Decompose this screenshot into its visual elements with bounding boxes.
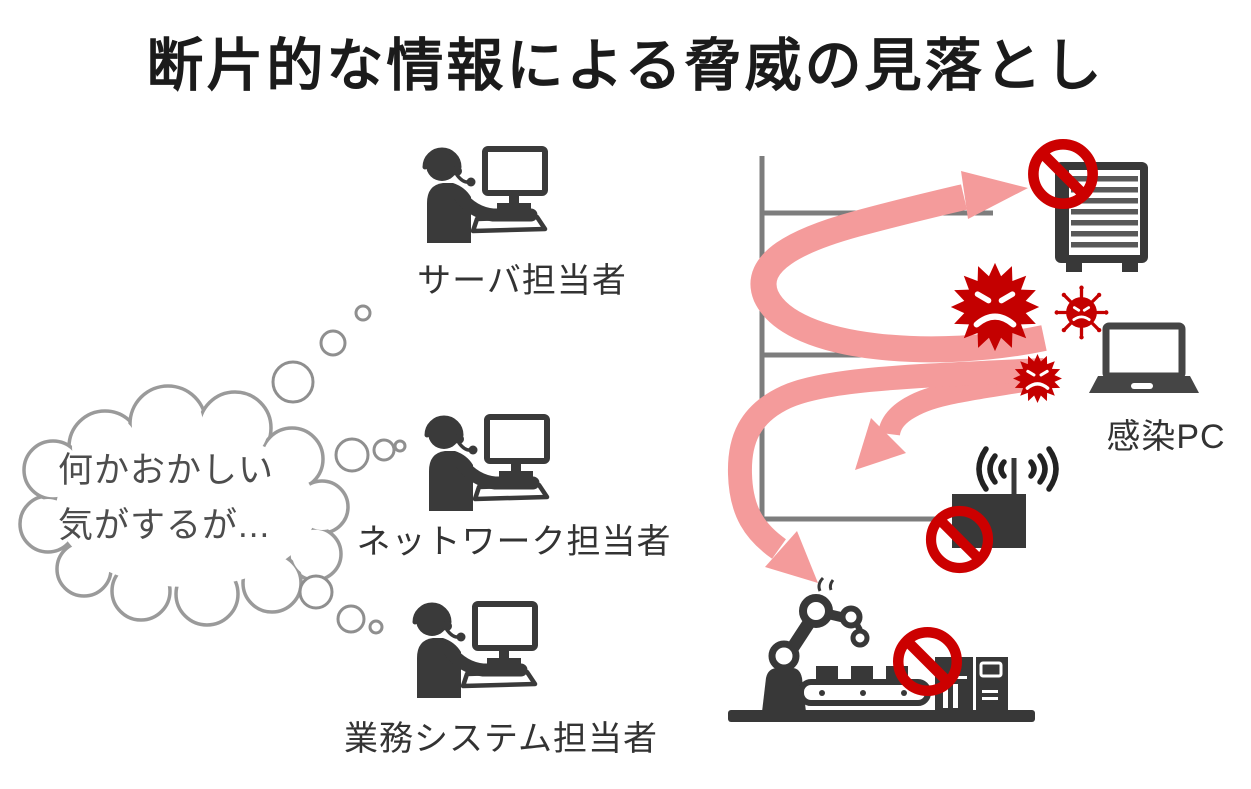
infection-arrow-to-server — [750, 171, 1047, 363]
thought-cloud-icon — [18, 384, 350, 627]
infection-arrow-to-factory — [727, 358, 1045, 583]
virus-icon-large — [951, 263, 1039, 351]
label-network-admin: ネットワーク担当者 — [356, 523, 672, 561]
virus-icon-small — [1012, 353, 1063, 404]
wireless-access-point-icon — [952, 446, 1059, 548]
operator-icon-network-admin — [427, 417, 547, 511]
thought-bubble-trails — [271, 304, 407, 635]
thought-bubble-line-2: 気がするが... — [58, 505, 271, 545]
operator-icon-business-system-admin — [415, 604, 535, 698]
label-infected-pc: 感染PC — [1106, 418, 1226, 456]
infection-spread-arrows — [727, 171, 1047, 583]
label-business-system-admin: 業務システム担当者 — [344, 720, 658, 758]
operator-icon-server-admin — [425, 149, 545, 243]
virus-icon-germ — [1054, 285, 1109, 340]
thought-bubble-line-1: 何かおかしい — [58, 451, 275, 490]
infection-arrow-to-access-point — [855, 367, 1046, 470]
label-server-admin: サーバ担当者 — [417, 262, 627, 300]
server-rack-icon — [1055, 162, 1148, 272]
laptop-icon — [1089, 322, 1199, 393]
page-title: 断片的な情報による脅威の見落とし — [146, 34, 1105, 98]
thought-bubble-text: 何かおかしい 気がするが... — [58, 444, 298, 553]
factory-robot-conveyor-icon — [728, 576, 1035, 722]
